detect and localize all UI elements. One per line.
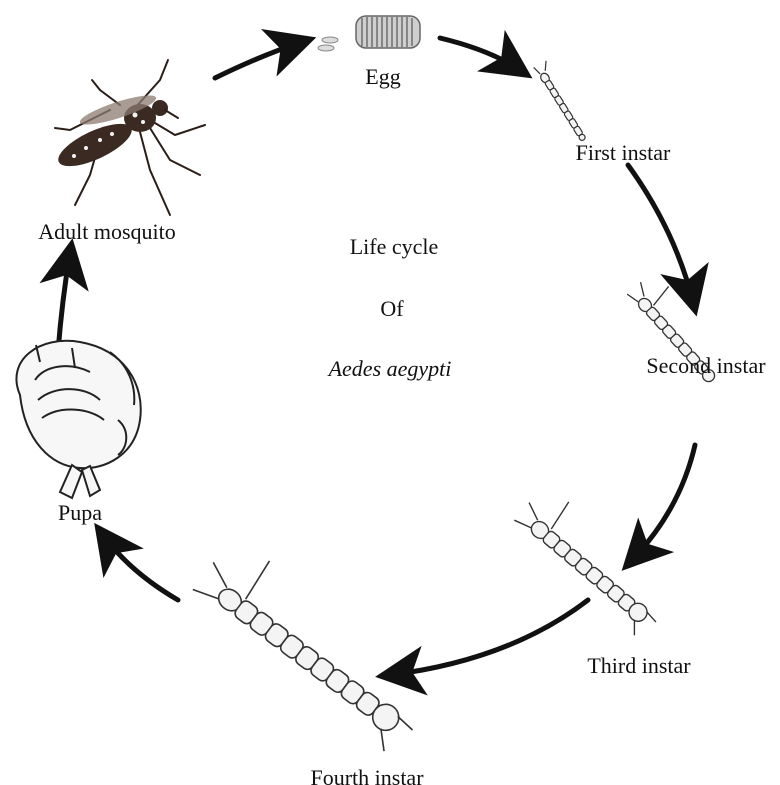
pupa-illustration	[16, 341, 140, 498]
arrow-second-to-third-instar	[632, 445, 695, 560]
stage-label-pupa: Pupa	[58, 500, 102, 526]
first-instar-larva	[534, 60, 593, 142]
arrow-third-to-fourth-instar	[390, 600, 588, 675]
stage-label-egg: Egg	[365, 64, 400, 90]
egg-illustration	[318, 16, 420, 51]
arrow-first-to-second-instar	[628, 165, 693, 302]
stage-label-third-instar: Third instar	[587, 653, 690, 679]
arrow-fourth-instar-to-pupa	[103, 535, 178, 600]
third-instar-larva	[507, 483, 679, 641]
stage-label-fourth-instar: Fourth instar	[310, 765, 423, 785]
stage-label-adult-mosquito: Adult mosquito	[38, 219, 176, 245]
adult-mosquito-illustration	[53, 60, 205, 215]
center-title-line1: Life cycle	[350, 234, 439, 260]
fourth-instar-larva	[184, 534, 442, 757]
center-title-species: Aedes aegypti	[329, 356, 452, 382]
arrow-egg-to-first-instar	[440, 38, 520, 70]
arrow-pupa-to-adult	[58, 253, 70, 352]
stage-label-second-instar: Second instar	[646, 353, 765, 379]
center-title-line2: Of	[380, 296, 403, 322]
stage-label-first-instar: First instar	[576, 140, 671, 166]
arrow-adult-to-egg	[215, 42, 302, 78]
